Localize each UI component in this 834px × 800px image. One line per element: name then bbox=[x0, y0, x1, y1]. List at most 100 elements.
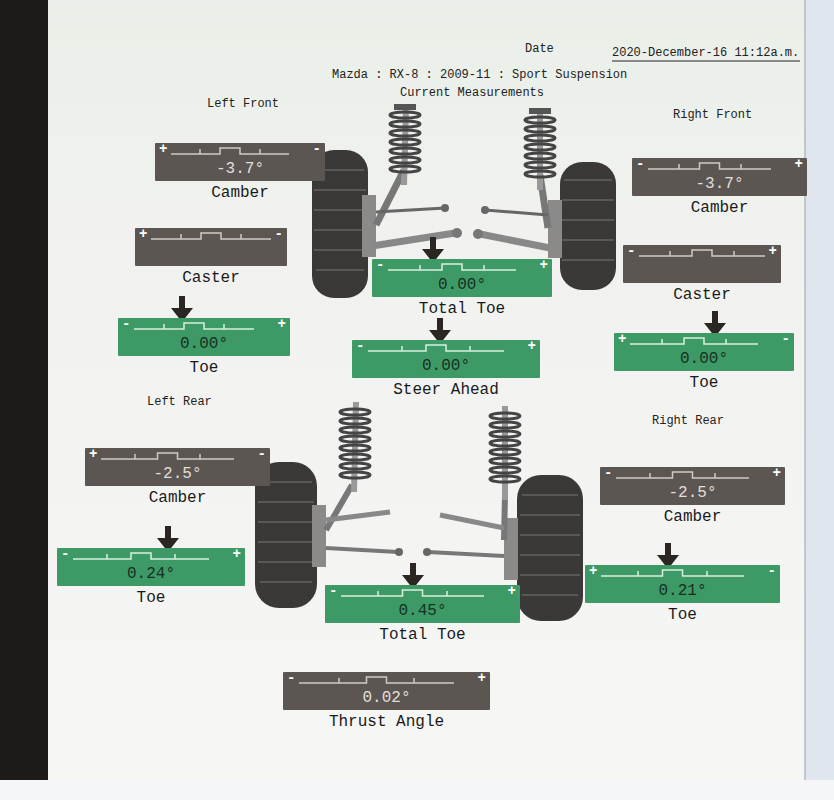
scale-line bbox=[101, 453, 234, 459]
drawing-part bbox=[258, 561, 314, 563]
drawing-part bbox=[258, 541, 314, 543]
gauge-scale bbox=[623, 245, 781, 283]
gauge-value: 0.00° bbox=[614, 348, 794, 370]
joint bbox=[473, 229, 483, 239]
alignment-gauge: +-0.21°Toe bbox=[585, 565, 780, 624]
gauge-bar: -+ bbox=[623, 245, 781, 283]
gauge-bar: + -0.00° bbox=[614, 333, 794, 371]
section-heading: Right Rear bbox=[652, 414, 724, 428]
gauge-value: -3.7° bbox=[632, 173, 807, 195]
gauge-bar: +--3.7° bbox=[155, 143, 325, 181]
drawing-part bbox=[525, 153, 555, 159]
scale-sign: - bbox=[275, 226, 283, 242]
drawing-part bbox=[520, 534, 580, 536]
drawing-part bbox=[490, 467, 520, 473]
gauge-value: 0.00° bbox=[118, 333, 290, 355]
gauge-bar: -+0.24° bbox=[57, 548, 245, 586]
gauge-caption: Camber bbox=[155, 184, 325, 202]
knuckle bbox=[326, 485, 352, 530]
gauge-caption: Thrust Angle bbox=[283, 713, 490, 731]
drawing-part bbox=[258, 501, 314, 503]
tread bbox=[258, 482, 314, 582]
gauge-caption: Camber bbox=[632, 199, 807, 217]
right-margin bbox=[805, 0, 834, 780]
gauge-bar: +- bbox=[135, 228, 287, 266]
alignment-gauge: -+-3.7°Camber bbox=[632, 158, 807, 217]
scale-sign: + bbox=[769, 243, 777, 259]
scale-sign: - bbox=[61, 546, 69, 562]
alignment-gauge: -+0.00°Total Toe bbox=[372, 259, 552, 318]
gauge-bar: -+0.00° bbox=[372, 259, 552, 297]
drawing-part bbox=[340, 445, 370, 451]
section-heading: Left Front bbox=[207, 97, 279, 111]
drawing-part bbox=[390, 130, 420, 136]
scale-sign: + bbox=[540, 257, 548, 273]
drawing-part bbox=[340, 418, 370, 424]
lower-arm bbox=[372, 233, 455, 246]
gauge-bar: -+0.45° bbox=[325, 585, 520, 623]
hub bbox=[312, 505, 326, 567]
drawing-part bbox=[562, 199, 614, 201]
scale-sign: + bbox=[233, 546, 241, 562]
drawing-part bbox=[525, 162, 555, 168]
gauge-value: -2.5° bbox=[600, 482, 785, 504]
drawing-part bbox=[490, 422, 520, 428]
alignment-gauge: -+0.45° Total Toe bbox=[325, 585, 520, 644]
date-underline bbox=[612, 61, 800, 62]
paper-edge bbox=[805, 0, 806, 780]
drawing-part bbox=[525, 117, 555, 123]
scale-sign: - bbox=[782, 331, 790, 347]
gauge-scale bbox=[135, 228, 287, 266]
joint bbox=[395, 548, 403, 556]
scale-sign: + bbox=[795, 156, 803, 172]
report-subtitle: Current Measurements bbox=[400, 86, 544, 100]
drawing-part bbox=[390, 139, 420, 145]
alignment-gauge: -+0.00°Steer Ahead bbox=[352, 340, 540, 399]
drawing-part bbox=[490, 458, 520, 464]
scale-sign: - bbox=[627, 243, 635, 259]
drawing-part bbox=[316, 269, 364, 271]
scale-sign: + bbox=[618, 331, 626, 347]
gauge-bar: -+0.00° bbox=[118, 318, 290, 356]
scale-line bbox=[73, 553, 209, 559]
drawing-part bbox=[390, 148, 420, 154]
alignment-gauge: -+0.00° Toe bbox=[118, 318, 290, 377]
joint bbox=[481, 206, 489, 214]
scale-sign: + bbox=[278, 316, 286, 332]
section-heading: Right Front bbox=[673, 108, 752, 122]
scale-line bbox=[648, 163, 771, 169]
scale-line bbox=[134, 323, 254, 329]
spring bbox=[490, 413, 520, 482]
drawing-part bbox=[258, 521, 314, 523]
drawing-part bbox=[562, 219, 614, 221]
drawing-part bbox=[314, 249, 366, 251]
gauge-caption: Total Toe bbox=[325, 626, 520, 644]
top-mount bbox=[529, 108, 551, 114]
scale-sign: + bbox=[478, 670, 486, 686]
alignment-gauge: +-Caster bbox=[135, 228, 287, 287]
drawing-part bbox=[520, 514, 580, 516]
spring bbox=[390, 112, 420, 172]
tie-rod bbox=[376, 208, 445, 212]
tire bbox=[517, 475, 583, 621]
scale-line bbox=[616, 472, 749, 478]
scale-sign: - bbox=[376, 257, 384, 273]
scale-line bbox=[368, 345, 504, 351]
gauge-caption: Toe bbox=[118, 359, 290, 377]
scale-sign: - bbox=[258, 446, 266, 462]
drawing-part bbox=[340, 436, 370, 442]
gauge-value: -3.7° bbox=[155, 158, 325, 180]
alignment-gauge: -+0.02°Thrust Angle bbox=[283, 672, 490, 731]
dark-table bbox=[0, 0, 48, 780]
scale-line bbox=[151, 233, 271, 239]
toe-link bbox=[326, 548, 398, 552]
drawing-part bbox=[490, 449, 520, 455]
scale-sign: - bbox=[356, 338, 364, 354]
scale-line bbox=[341, 590, 484, 596]
drawing-part bbox=[564, 179, 612, 181]
gauge-value: -2.5° bbox=[85, 463, 270, 485]
alignment-gauge: -+0.24°Toe bbox=[57, 548, 245, 607]
drawing-part bbox=[520, 554, 580, 556]
drawing-part bbox=[525, 171, 555, 177]
